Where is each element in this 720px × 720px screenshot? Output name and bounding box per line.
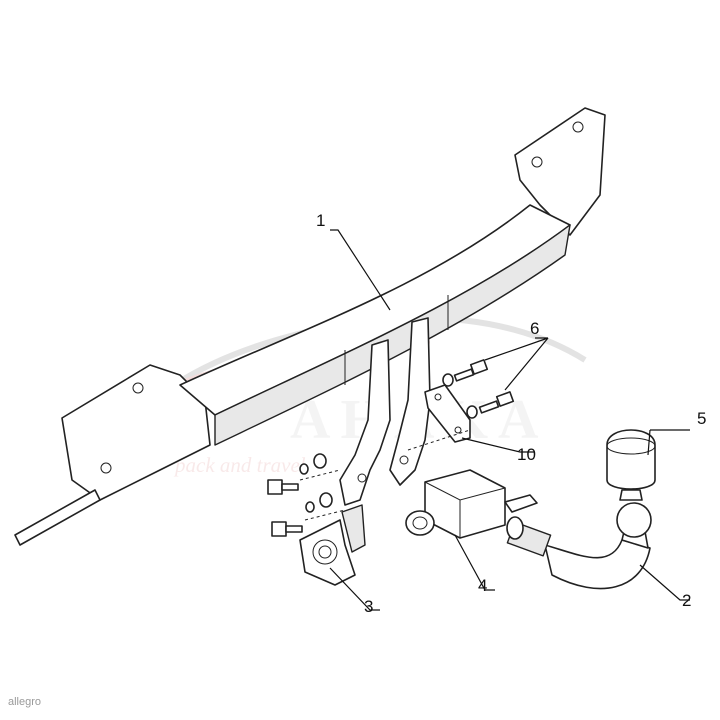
callout-2: 2 — [682, 591, 691, 610]
callout-leaders — [329, 229, 690, 611]
part-3-socket-bracket — [299, 504, 366, 586]
assembly-lines — [299, 429, 471, 521]
callout-1: 1 — [316, 211, 325, 230]
watermark-tagline: pack and travel — [173, 453, 306, 477]
part-6-bolts — [442, 359, 515, 419]
part-1-crossbeam — [14, 107, 606, 546]
callout-5: 5 — [697, 409, 706, 428]
corner-watermark: allegro — [8, 696, 42, 708]
part-4-coupling-module — [405, 469, 538, 539]
callout-10: 10 — [517, 445, 536, 464]
part-5-ball-cap — [606, 429, 656, 501]
callout-6: 6 — [530, 319, 539, 338]
callout-3: 3 — [364, 597, 373, 616]
callout-4: 4 — [478, 576, 487, 595]
part-2-ball-neck — [506, 502, 652, 590]
fasteners-left — [267, 453, 333, 537]
